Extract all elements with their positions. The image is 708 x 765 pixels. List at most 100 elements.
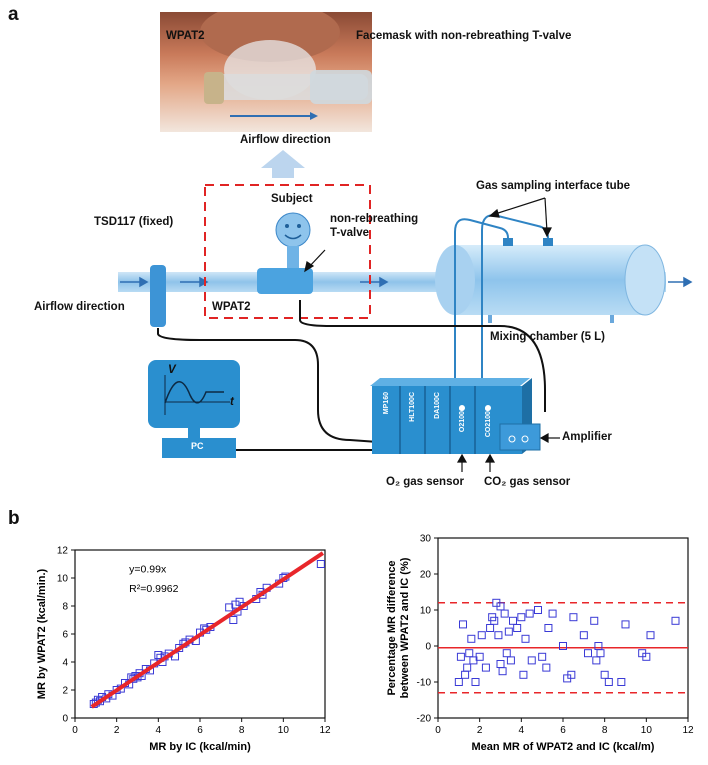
- x-tick-label: 12: [319, 725, 331, 736]
- y-tick-label: 4: [62, 658, 68, 669]
- x-tick-label: 4: [156, 725, 162, 736]
- tsd117-sensor: [150, 265, 166, 327]
- panel-b-letter: b: [8, 508, 20, 529]
- data-point: [584, 649, 592, 658]
- data-point: [527, 656, 536, 665]
- panel-a-letter: a: [8, 4, 19, 25]
- x-tick-label: 8: [239, 725, 245, 736]
- subject-box: [204, 184, 371, 319]
- data-point: [513, 624, 522, 632]
- x-tick-label: 0: [72, 725, 78, 736]
- subject-photo: [160, 12, 372, 132]
- data-point: [642, 652, 651, 661]
- data-point: [481, 663, 490, 672]
- module-hlt100c: HLT100C: [408, 392, 416, 422]
- y-tick-label: 12: [57, 546, 69, 557]
- monitor-v-label: V: [168, 364, 176, 376]
- plot-frame: [437, 537, 689, 719]
- x-axis-label: MR by IC (kcal/min): [149, 741, 251, 753]
- annotation-equation: y=0.99x: [129, 563, 167, 575]
- x-tick-label: 8: [602, 725, 608, 736]
- co2-sensor-label: CO₂ gas sensor: [484, 476, 571, 488]
- y-axis-label: between WPAT2 and IC (%): [399, 557, 411, 698]
- subject-icon: [275, 212, 311, 272]
- data-point: [500, 609, 509, 618]
- data-point: [525, 609, 534, 618]
- gas-tube-label: Gas sampling interface tube: [476, 180, 631, 192]
- data-point: [604, 678, 613, 686]
- data-point: [671, 616, 680, 625]
- pc-label: PC: [191, 441, 204, 451]
- monitor-t-label: t: [230, 396, 234, 408]
- data-point: [475, 652, 484, 661]
- data-point: [521, 634, 530, 643]
- data-point: [519, 670, 528, 679]
- photo-label-wpat2: WPAT2: [166, 30, 205, 42]
- x-tick-label: 12: [682, 725, 694, 736]
- x-tick-label: 6: [197, 725, 203, 736]
- y-axis-label: MR by WPAT2 (kcal/min.): [36, 568, 48, 699]
- y-tick-label: 10: [57, 574, 69, 585]
- data-point: [506, 656, 515, 665]
- data-point: [534, 606, 542, 614]
- data-point: [316, 560, 325, 568]
- amplifier-label: Amplifier: [562, 431, 612, 443]
- data-point: [477, 631, 486, 640]
- y-tick-label: 0: [425, 642, 431, 653]
- module-o2100c: O2100C: [458, 406, 466, 433]
- data-point: [548, 609, 557, 618]
- data-point: [542, 663, 551, 672]
- module-mp160: MP160: [382, 392, 390, 415]
- monitor-icon: [148, 360, 240, 458]
- y-tick-label: -10: [417, 678, 432, 689]
- data-point: [467, 634, 476, 643]
- data-point: [617, 678, 626, 686]
- data-point: [463, 663, 472, 672]
- data-point: [154, 651, 163, 659]
- photo-label-facemask: Facemask with non-rebreathing T-valve: [356, 30, 572, 42]
- data-point: [569, 613, 578, 622]
- x-axis-label: Mean MR of WPAT2 and IC (kcal/m): [472, 741, 655, 753]
- y-tick-label: 10: [420, 606, 432, 617]
- y-tick-label: 20: [420, 570, 432, 581]
- data-point: [559, 642, 567, 650]
- data-point: [544, 624, 553, 632]
- data-point: [461, 670, 470, 679]
- tsd117-label: TSD117 (fixed): [94, 216, 174, 228]
- data-point: [596, 649, 605, 658]
- o2-sensor-label: O₂ gas sensor: [386, 476, 464, 488]
- module-co2100c: CO2100C: [484, 406, 492, 438]
- x-tick-label: 10: [641, 725, 653, 736]
- mixing-chamber-label: Mixing chamber (5 L): [490, 331, 606, 343]
- data-point: [579, 631, 588, 640]
- cables: [157, 300, 546, 451]
- y-tick-label: 30: [420, 534, 432, 545]
- y-tick-label: 8: [62, 602, 68, 613]
- y-axis-label: Percentage MR difference: [386, 560, 398, 695]
- data-point: [494, 631, 503, 640]
- airflow-direction-label: Airflow direction: [34, 301, 125, 313]
- mixing-chamber: [435, 244, 666, 323]
- up-arrow-icon: [261, 150, 305, 178]
- data-point: [498, 667, 507, 676]
- fit-line: [90, 551, 325, 709]
- x-tick-label: 10: [278, 725, 290, 736]
- annotation-r2: R²=0.9962: [129, 583, 178, 595]
- data-point: [538, 652, 547, 661]
- data-point: [646, 631, 655, 640]
- data-point: [465, 649, 474, 658]
- y-tick-label: -20: [417, 714, 432, 725]
- data-point: [235, 597, 244, 606]
- module-da100c: DA100C: [433, 392, 441, 419]
- wpat2-label: WPAT2: [212, 301, 251, 313]
- data-point: [496, 602, 505, 611]
- x-tick-label: 6: [560, 725, 566, 736]
- y-tick-label: 2: [62, 686, 68, 697]
- data-point: [600, 670, 609, 679]
- x-tick-label: 2: [477, 725, 483, 736]
- data-point: [490, 616, 499, 625]
- x-tick-label: 2: [114, 725, 120, 736]
- x-tick-label: 4: [519, 725, 525, 736]
